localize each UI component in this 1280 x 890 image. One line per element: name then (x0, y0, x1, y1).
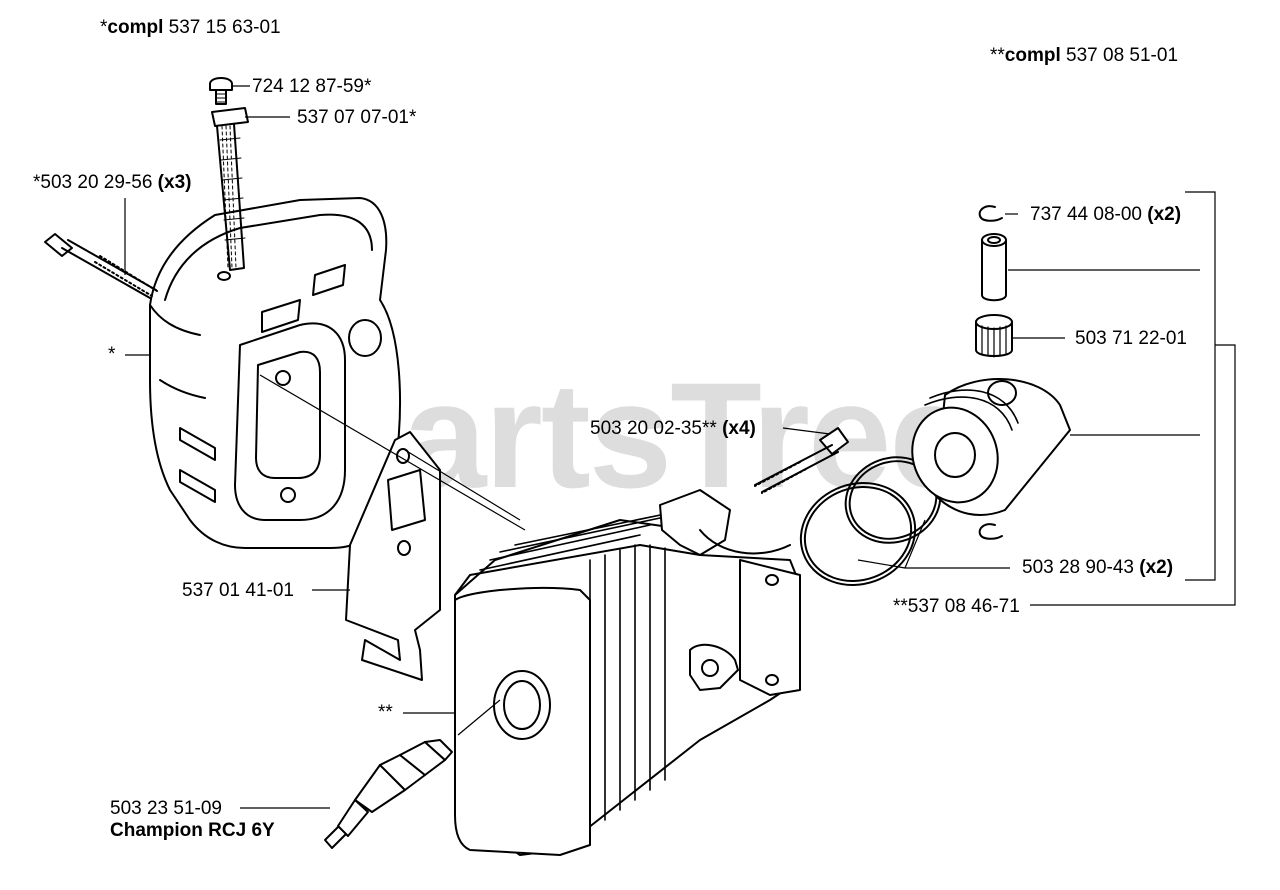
screw-top-label: 724 12 87-59* (252, 76, 372, 97)
cylinder-marker: ** (378, 702, 393, 723)
gasket-label: 537 01 41-01 (182, 580, 294, 601)
muffler-plate-label: 537 07 07-01* (297, 107, 417, 128)
circlip-label: 737 44 08-00 (x2) (1030, 204, 1182, 225)
gasket-drawing (345, 431, 441, 681)
piston-rings-drawing (799, 456, 942, 587)
long-bolt-label: *503 20 29-56 (x3) (33, 172, 192, 193)
muffler-marker: * (108, 344, 116, 365)
needle-bearing-drawing (975, 314, 1013, 358)
long-bolt-drawing (44, 233, 158, 299)
cylinder-drawing (454, 489, 801, 856)
right-assembly-label: **compl 537 08 51-01 (990, 45, 1179, 66)
cylinder-screw-drawing (754, 427, 849, 494)
spark-plug-name-label: Champion RCJ 6Y (110, 820, 275, 841)
spark-plug-drawing (324, 739, 453, 849)
muffler-drawing (149, 197, 401, 549)
circlip-drawing (978, 205, 1003, 540)
piston-ring-label: 503 28 90-43 (x2) (1022, 557, 1174, 578)
needle-bearing-label: 503 71 22-01 (1075, 328, 1187, 349)
top-screw-drawing (209, 77, 233, 105)
piston-pin-drawing (981, 233, 1007, 302)
left-assembly-label: *compl 537 15 63-01 (100, 17, 281, 38)
muffler-plate-drawing (211, 107, 249, 281)
piston-drawing (911, 378, 1071, 516)
spark-plug-number-label: 503 23 51-09 (110, 798, 222, 819)
cylinder-screw-label: 503 20 02-35** (x4) (590, 418, 756, 439)
piston-kit-label: **537 08 46-71 (893, 596, 1020, 617)
